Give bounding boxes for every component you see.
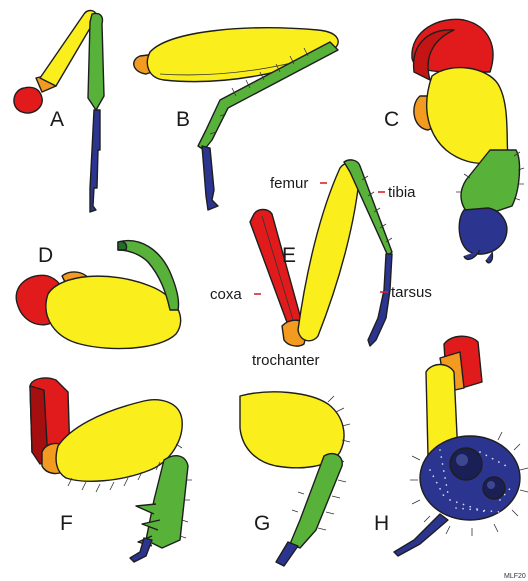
trochanter-label: trochanter: [252, 352, 320, 369]
panel-h-letter: H: [374, 512, 389, 535]
panel-e-tarsus: [368, 254, 392, 346]
panel-d-tibia-tip: [118, 241, 127, 250]
panel-a-tarsus: [90, 110, 100, 212]
panel-f-letter: F: [60, 512, 73, 535]
panel-d-letter: D: [38, 244, 53, 267]
panel-a-femur: [40, 11, 96, 86]
panel-e-coxa-ridge: [262, 216, 296, 330]
panel-h-sucker-small-inner: [487, 481, 495, 489]
panel-a-coxa: [14, 87, 42, 113]
coxa-label: coxa: [210, 286, 242, 303]
panel-a-letter: A: [50, 108, 64, 131]
panel-c-leg: [412, 19, 524, 262]
panel-e-letter: E: [282, 244, 296, 267]
panel-a-tibia: [88, 13, 104, 110]
illustrator-credit: MLF20: [504, 573, 526, 580]
panel-h-sucker-small: [483, 477, 505, 499]
panel-g-tarsus: [276, 542, 298, 566]
panel-g-letter: G: [254, 512, 270, 535]
panel-e-coxa: [250, 210, 304, 339]
panel-b-letter: B: [176, 108, 190, 131]
femur-label: femur: [270, 175, 308, 192]
tibia-label: tibia: [388, 184, 416, 201]
tarsus-label: tarsus: [391, 284, 432, 301]
panel-b-tarsus: [202, 146, 218, 210]
panel-g-leg: [240, 392, 350, 566]
panel-h-sucker-large-inner: [456, 454, 468, 466]
panel-h-leg: [394, 336, 528, 556]
panel-f-leg: [30, 378, 192, 562]
panel-c-letter: C: [384, 108, 399, 131]
panel-h-tarsus: [394, 514, 448, 556]
panel-c-tarsus: [459, 208, 507, 254]
panel-d-femur: [46, 276, 181, 348]
panel-c-femur: [427, 68, 508, 164]
